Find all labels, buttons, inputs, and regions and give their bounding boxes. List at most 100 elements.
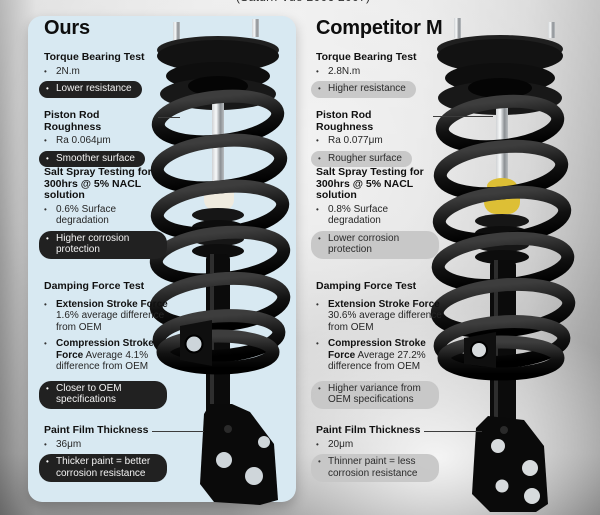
side-tab-bracket: [464, 332, 496, 368]
verdict-text: Lower corrosion protection: [328, 232, 400, 256]
bullet-dot: •: [316, 136, 319, 145]
section-piston-rod: Piston Rod Roughness • Ra 0.064μm • Smoo…: [39, 109, 180, 167]
spec-row: • 2.8N.m: [316, 66, 452, 78]
bullet-dot: •: [318, 153, 321, 163]
spec-row: • Ra 0.064μm: [44, 135, 180, 147]
spec-value: Compression Stroke Force Average 4.1% di…: [56, 338, 176, 373]
section-damping-force: Damping Force Test • Extension Stroke Fo…: [311, 280, 452, 409]
bullet-dot: •: [44, 136, 47, 145]
spec-row: • 0.8% Surface degradation: [316, 204, 452, 227]
spec-value: 0.8% Surface degradation: [328, 203, 389, 227]
spec-row: • Compression Stroke Force Average 27.2%…: [316, 338, 452, 373]
section-torque-bearing: Torque Bearing Test • 2.8N.m • Higher re…: [311, 51, 452, 98]
verdict-text: Lower resistance: [56, 83, 132, 94]
lower-mount-bracket: [200, 404, 278, 505]
spec-value: Extension Stroke Force 30.6% average dif…: [328, 299, 448, 334]
spec-row: • 36μm: [44, 439, 180, 451]
spec-row: • 0.6% Surface degradation: [44, 204, 180, 227]
verdict-pill: • Smoother surface: [39, 150, 145, 167]
verdict-text: Smoother surface: [56, 152, 135, 164]
spec-subvalue: Average 4.1% difference from OEM: [56, 349, 149, 373]
spec-value: Ra 0.064μm: [56, 135, 111, 146]
spec-value: Compression Stroke Force Average 27.2% d…: [328, 338, 448, 373]
verdict-pill: • Thinner paint = less corrosion resista…: [311, 454, 439, 482]
bullet-dot: •: [46, 153, 49, 163]
strut-photo-competitor: [430, 18, 576, 512]
spec-value: Ra 0.077μm: [328, 135, 383, 146]
verdict-text: Rougher surface: [328, 152, 402, 164]
bullet-dot: •: [318, 383, 321, 393]
leader-line-piston-rod-left: [158, 117, 180, 118]
bullet-dot: •: [44, 299, 47, 309]
bullet-dot: •: [316, 299, 319, 309]
coil-spring: [430, 94, 576, 381]
bullet-dot: •: [44, 204, 47, 214]
spec-row: • Ra 0.077μm: [316, 135, 452, 147]
spec-value: 2.8N.m: [328, 65, 361, 77]
bullet-dot: •: [46, 457, 49, 466]
spec-row: • Compression Stroke Force Average 4.1% …: [44, 338, 180, 373]
leader-line-paint-film-right: [424, 431, 482, 432]
bullet-dot: •: [318, 84, 321, 93]
section-heading: Torque Bearing Test: [44, 51, 145, 63]
spec-subtitle: Compression Stroke Force: [56, 338, 154, 361]
section-piston-rod: Piston Rod Roughness • Ra 0.077μm • Roug…: [311, 109, 452, 167]
top-studs: [454, 18, 555, 38]
verdict-text: Higher variance from OEM specifications: [328, 382, 421, 406]
spec-row: • Extension Stroke Force 30.6% average d…: [316, 299, 452, 334]
side-tab-bracket: [180, 320, 212, 366]
bullet-dot: •: [46, 383, 49, 393]
column-ours: Ours Torque Bearing Test • 2N.m • Lower …: [39, 0, 180, 515]
section-heading: Paint Film Thickness: [44, 424, 149, 436]
bullet-dot: •: [44, 66, 47, 76]
verdict-pill: • Lower corrosion protection: [311, 230, 439, 259]
verdict-text: Closer to OEM specifications: [56, 382, 122, 406]
spec-row: • 20μm: [316, 439, 452, 451]
spec-value: 36μm: [56, 438, 82, 450]
section-salt-spray: Salt Spray Testing for 300hrs @ 5% NACL …: [311, 166, 452, 259]
section-heading: Salt Spray Testing for 300hrs @ 5% NACL …: [316, 166, 424, 201]
strut-photo-ours: [149, 19, 291, 505]
verdict-pill: • Higher resistance: [311, 81, 416, 98]
verdict-text: Thicker paint = better corrosion resista…: [56, 456, 151, 479]
section-heading: Damping Force Test: [316, 280, 417, 292]
verdict-pill: • Higher variance from OEM specification…: [311, 380, 439, 409]
spec-subtitle: Extension Stroke Force: [56, 298, 168, 310]
bullet-dot: •: [316, 66, 319, 76]
spec-subtitle: Compression Stroke Force: [328, 338, 426, 361]
top-caption-partial: (Saturn Vue 2006 2007): [236, 0, 396, 4]
top-studs: [173, 19, 259, 40]
verdict-pill: • Thicker paint = better corrosion resis…: [39, 454, 167, 482]
spec-value: 20μm: [328, 438, 354, 450]
spec-subvalue: 30.6% average difference from OEM: [328, 310, 442, 333]
verdict-pill: • Higher corrosion protection: [39, 230, 167, 259]
section-paint-film: Paint Film Thickness • 36μm • Thicker pa…: [39, 424, 180, 482]
section-heading: Paint Film Thickness: [316, 424, 421, 436]
section-torque-bearing: Torque Bearing Test • 2N.m • Lower resis…: [39, 51, 180, 98]
spec-subtitle: Extension Stroke Force: [328, 298, 440, 310]
verdict-text: Higher resistance: [328, 83, 406, 94]
spec-row: • Extension Stroke Force 1.6% average di…: [44, 299, 180, 334]
spec-row: • 2N.m: [44, 66, 180, 78]
bullet-dot: •: [44, 439, 47, 449]
section-heading: Torque Bearing Test: [316, 51, 417, 63]
verdict-pill: • Closer to OEM specifications: [39, 380, 167, 409]
lower-mount-bracket: [472, 416, 548, 512]
bullet-dot: •: [318, 233, 321, 243]
section-heading: Piston Rod Roughness: [44, 109, 102, 133]
section-paint-film: Paint Film Thickness • 20μm • Thinner pa…: [311, 424, 452, 482]
verdict-text: Thinner paint = less corrosion resistanc…: [328, 456, 418, 479]
bullet-dot: •: [44, 339, 47, 348]
coil-spring: [149, 89, 291, 375]
leader-line-piston-rod-right: [433, 116, 493, 117]
section-heading: Damping Force Test: [44, 280, 145, 292]
verdict-pill: • Lower resistance: [39, 81, 142, 98]
bullet-dot: •: [316, 339, 319, 348]
bullet-dot: •: [316, 204, 319, 214]
spec-value: Extension Stroke Force 1.6% average diff…: [56, 299, 176, 334]
spec-subvalue: 1.6% average difference from OEM: [56, 310, 165, 333]
bullet-dot: •: [318, 457, 321, 466]
column-competitor: Competitor M Torque Bearing Test • 2.8N.…: [311, 0, 452, 515]
section-damping-force: Damping Force Test • Extension Stroke Fo…: [39, 280, 180, 409]
